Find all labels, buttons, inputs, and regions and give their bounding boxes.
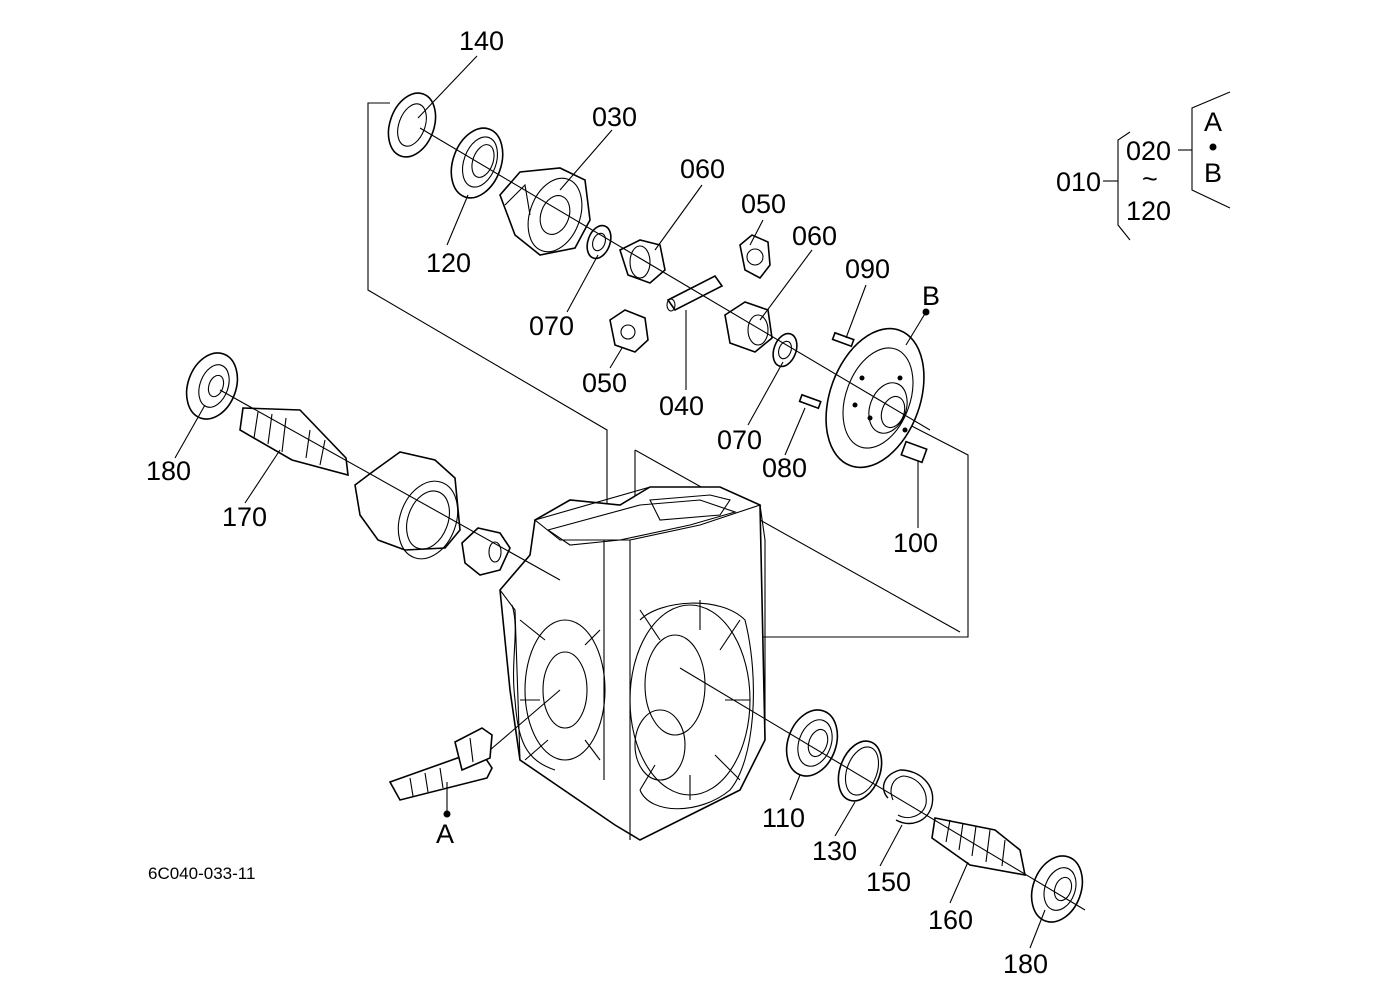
callout-060b: 060 [792,221,837,251]
side-gear-060b [724,301,773,353]
transmission-case [499,486,766,841]
callout-a: A [436,819,454,849]
snap-ring-130 [837,740,883,802]
callout-070b: 070 [717,425,762,455]
snap-ring-150 [882,769,934,825]
callout-labels: 140 030 120 060 050 060 090 B 070 050 04… [146,26,1048,979]
callout-030: 030 [592,102,637,132]
callout-120: 120 [426,248,471,278]
bearing-180b [1030,855,1084,923]
callout-060a: 060 [680,154,725,184]
differential-case-030 [499,167,591,256]
pin-090 [831,331,855,348]
callout-140: 140 [459,26,504,56]
pin-080 [798,393,822,410]
callout-110: 110 [762,803,805,833]
legend-ref-a: A [1204,107,1222,137]
callout-050a: 050 [741,189,786,219]
callout-160: 160 [928,905,973,935]
pinion-gear-050a [739,234,771,280]
legend-range-start: 020 [1126,136,1171,166]
legend-ref-b: B [1204,158,1222,188]
callout-180b: 180 [1003,949,1048,979]
callout-b: B [922,281,940,311]
callout-130: 130 [812,836,857,866]
left-axis-line [219,389,561,581]
legend-assembly-number: 010 [1056,167,1101,197]
upper-axis-line [419,127,931,431]
pinion-shaft-040 [666,274,724,312]
callout-040: 040 [659,391,704,421]
bearing-120 [450,127,504,199]
callout-080: 080 [762,453,807,483]
callout-170: 170 [222,502,267,532]
thrust-washer-070a [586,224,612,260]
assembly-legend: 010 020 ~ 120 A B [1056,91,1231,241]
pinion-gear-050b [609,309,649,353]
callout-050b: 050 [582,368,627,398]
diagram-code: 6C040-033-11 [148,864,255,883]
callout-150: 150 [866,867,911,897]
callout-090: 090 [845,254,890,284]
shaft-170 [239,407,349,477]
bearing-180a [185,352,239,420]
oil-seal-140 [387,92,437,158]
bearing-110 [785,709,839,777]
bolt-100 [900,440,928,464]
callout-180a: 180 [146,456,191,486]
lower-axis-line [679,667,1086,911]
legend-range-end: 120 [1126,196,1171,226]
thrust-washer-070b [772,332,798,368]
output-shaft-a [388,727,493,818]
callout-100: 100 [893,528,938,558]
shaft-a-axis-line [489,689,561,751]
callout-070a: 070 [529,311,574,341]
coupler [461,527,511,576]
leader-lines [174,55,1046,949]
legend-range-tilde: ~ [1142,164,1158,194]
side-gear-060a [619,239,666,284]
coupling-collar [354,451,461,560]
